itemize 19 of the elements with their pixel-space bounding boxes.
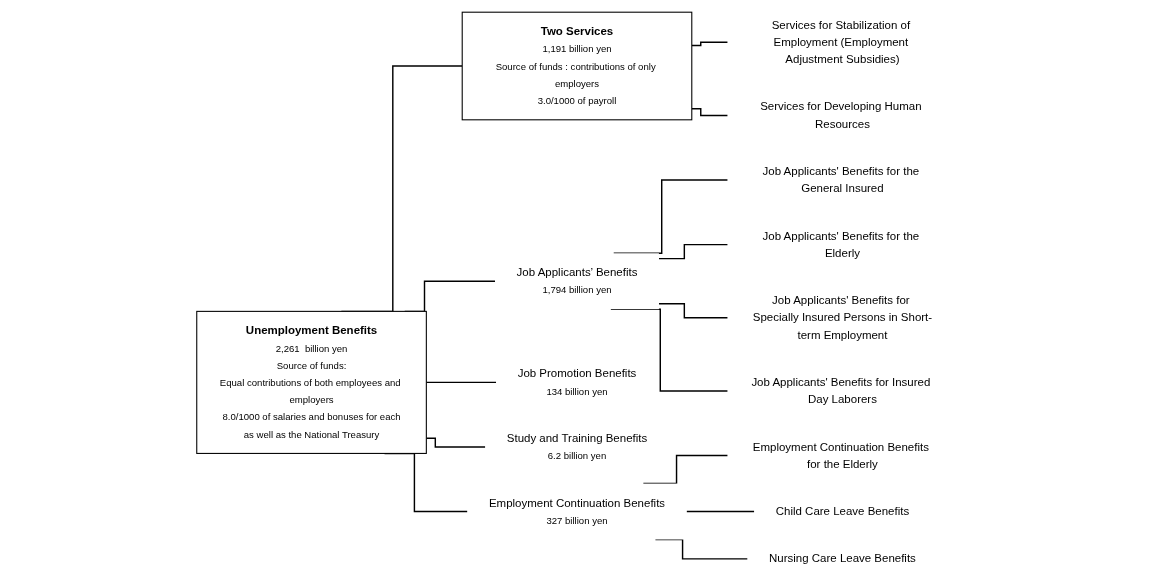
node-text: Child Care Leave Benefits	[775, 505, 909, 518]
connector	[657, 243, 728, 260]
connector	[685, 510, 755, 513]
connector	[425, 437, 486, 448]
node-box: Two Services 1,191 billion yen Source of funds : contributions of only employers 3.0/1000 of payroll	[461, 11, 692, 121]
node-text: Employment Continuation Benefits for the Elderly	[752, 440, 929, 470]
connector	[642, 454, 728, 485]
node-text: Job Applicants' Benefits for Specially Insured Persons in Short-term Employment	[752, 294, 932, 341]
node-text: Services for Stabilization of Employment (Employment Adjustment Subsidies)	[771, 18, 910, 66]
node-text: Study and Training Benefits 6.2 billion yen	[506, 431, 647, 462]
node-text: Job Applicants' Benefits for the General Insured	[762, 165, 919, 195]
node-text: Job Promotion Benefits 134 billion yen	[517, 367, 636, 397]
connector	[425, 381, 497, 384]
node-text: Nursing Care Leave Benefits	[768, 552, 916, 565]
node-text: Services for Developing Human Resources	[759, 100, 922, 130]
node-text: Job Applicants' Benefits for Insured Day Laborers	[750, 375, 930, 406]
node-text: Job Applicants' Benefits for the Elderly	[762, 229, 919, 259]
connector	[657, 303, 728, 319]
node-box: Unemployment Benefits 2,261 billion yen Source of funds: Equal contributions of both employees and employers 8.0/1000 of salaries and bonuses for each as well as the National Treasury	[195, 310, 427, 454]
